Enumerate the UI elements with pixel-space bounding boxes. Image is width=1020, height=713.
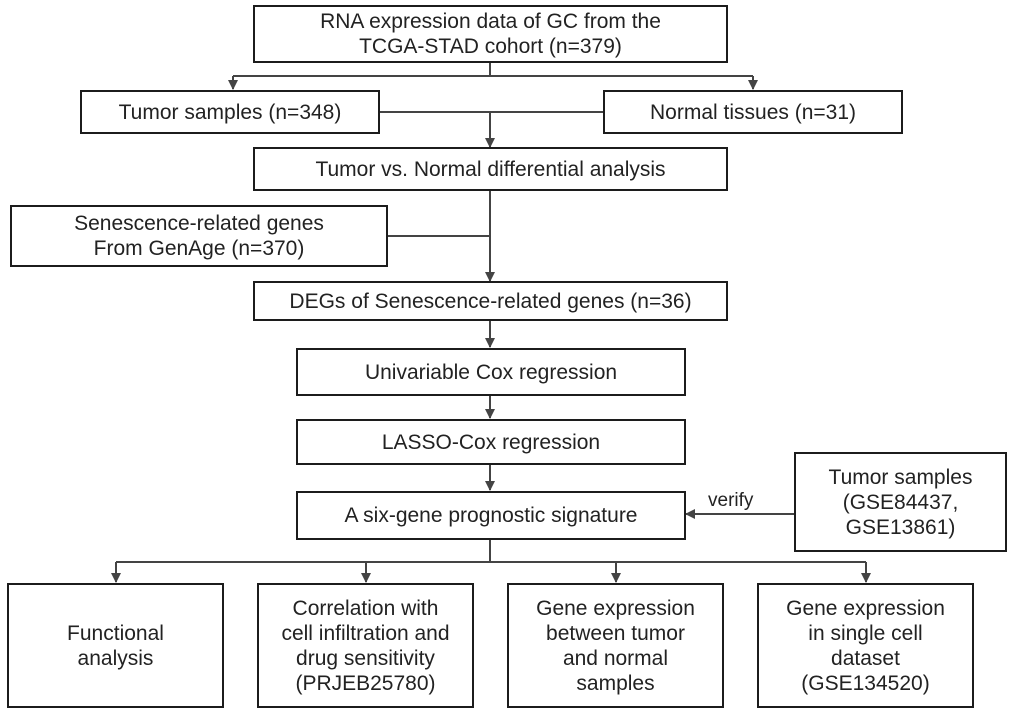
node-prognostic-signature: A six-gene prognostic signature bbox=[296, 491, 686, 540]
node-degs: DEGs of Senescence-related genes (n=36) bbox=[253, 281, 728, 321]
edge-label-verify: verify bbox=[708, 490, 754, 511]
node-correlation-analysis: Correlation with cell infiltration and d… bbox=[257, 583, 474, 708]
node-lasso-cox: LASSO-Cox regression bbox=[296, 419, 686, 465]
edge-bottom-split bbox=[116, 539, 866, 563]
node-validation-samples: Tumor samples (GSE84437, GSE13861) bbox=[794, 452, 1007, 552]
node-gene-expression-single-cell: Gene expression in single cell dataset (… bbox=[757, 583, 974, 708]
node-normal-tissues: Normal tissues (n=31) bbox=[603, 90, 903, 134]
node-differential-analysis: Tumor vs. Normal differential analysis bbox=[253, 147, 728, 191]
node-senescence-genes: Senescence-related genes From GenAge (n=… bbox=[10, 205, 388, 267]
edge-source-split bbox=[233, 62, 753, 77]
node-source: RNA expression data of GC from the TCGA-… bbox=[253, 5, 728, 63]
node-univariable-cox: Univariable Cox regression bbox=[296, 348, 686, 396]
node-functional-analysis: Functional analysis bbox=[7, 583, 224, 708]
node-gene-expression-tumor-normal: Gene expression between tumor and normal… bbox=[507, 583, 724, 708]
node-tumor-samples: Tumor samples (n=348) bbox=[80, 90, 380, 134]
